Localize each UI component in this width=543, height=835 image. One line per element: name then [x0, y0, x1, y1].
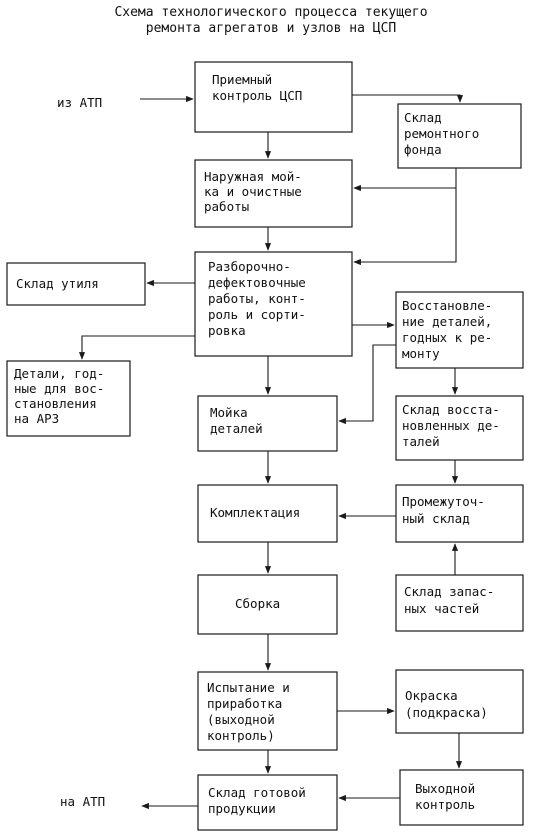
- box-vosstanovlenie-detaley-text-line: ние деталей,: [402, 314, 492, 329]
- box-priemny-kontrol-text-line: контроль ЦСП: [212, 88, 302, 103]
- to-atp-label: на АТП: [60, 794, 105, 809]
- box-detali-arz-text-line: Детали, год-: [14, 366, 104, 381]
- box-vosstanovlenie-detaley-text-line: Восстановле-: [402, 298, 492, 313]
- box-okraska-text-line: (подкраска): [405, 705, 488, 720]
- box-naruzhnaya-moyka: [194, 159, 353, 228]
- box-priemny-kontrol-text-line: Приемный: [212, 72, 272, 87]
- box-moyka-detaley-text-line: деталей: [210, 421, 263, 436]
- box-sklad-vosstanovlennyh-text-line: талей: [402, 434, 440, 449]
- box-sklad-gotovoy-produkcii: [197, 774, 338, 831]
- box-sborka-text: Сборка: [235, 596, 280, 611]
- box-sklad-zapasnyh-chastey-text-line: Склад запас-: [404, 584, 494, 599]
- box-promezhutochny-sklad-text-line: Промежуточ-: [402, 494, 485, 509]
- box-vosstanovlenie-detaley: [395, 291, 524, 369]
- box-razborka-defektovka-text-line: роль и сорти-: [208, 307, 306, 322]
- box-sklad-vosstanovlennyh: [395, 395, 524, 461]
- box-razborka-defektovka-text-line: работы, конт-: [208, 291, 306, 306]
- box-detali-arz-text-line: становления: [14, 396, 97, 411]
- box-sklad-zapasnyh-chastey: [395, 574, 524, 632]
- box-ispytanie-prirabotka-text-line: (выходной: [207, 712, 275, 727]
- box-razborka-defektovka-text-line: ровка: [208, 323, 246, 338]
- diagram-title-line1: Схема технологического процесса текущего: [114, 5, 427, 20]
- box-okraska-text: Окраска (подкраска): [405, 688, 488, 720]
- box-sklad-remontnogo-fonda-text-line: фонда: [404, 142, 442, 157]
- box-promezhutochny-sklad: [395, 484, 524, 543]
- box-priemny-kontrol: [194, 61, 353, 133]
- box-sklad-zapasnyh-chastey-text: Склад запас-ных частей: [404, 584, 494, 616]
- box-sklad-gotovoy-produkcii-text-line: Склад готовой: [208, 785, 306, 800]
- box-sklad-vosstanovlennyh-text: Склад восста-новленных де-талей: [402, 402, 500, 449]
- box-vosstanovlenie-detaley-text: Восстановле-ние деталей,годных к ре-монт…: [402, 298, 492, 361]
- box-sklad-utilya-text: Склад утиля: [16, 276, 99, 291]
- arrow-sklad-fonda-to-razborka: [353, 188, 457, 266]
- from-atp-label: из АТП: [57, 95, 102, 110]
- box-detali-arz-text-line: на АРЗ: [14, 411, 59, 426]
- box-naruzhnaya-moyka-text-line: ка и очистные: [204, 184, 302, 199]
- box-sklad-utilya: [6, 262, 146, 306]
- box-detali-arz: [6, 360, 131, 437]
- box-komplektaciya-text: Комплектация: [210, 505, 300, 520]
- arrow-razborka-to-detali-arz: [78, 335, 195, 360]
- diagram-title-line2: ремонта агрегатов и узлов на ЦСП: [146, 21, 396, 36]
- arrow-sklad-fonda-to-moyka: [353, 168, 457, 192]
- box-sklad-remontnogo-fonda-text-line: ремонтного: [404, 126, 479, 141]
- box-vosstanovlenie-detaley-text-line: монту: [402, 346, 440, 361]
- box-promezhutochny-sklad-text: Промежуточ-ный склад: [402, 494, 485, 526]
- arrow-vosstanovlenie-to-moyka-detaley: [338, 344, 396, 425]
- box-sklad-remontnogo-fonda-text-line: Склад: [404, 110, 442, 125]
- box-sklad-remontnogo-fonda: [397, 103, 522, 169]
- box-sklad-vosstanovlennyh-text-line: новленных де-: [402, 418, 500, 433]
- box-razborka-defektovka: [194, 251, 353, 357]
- box-sklad-vosstanovlennyh-text-line: Склад восста-: [402, 402, 500, 417]
- box-vosstanovlenie-detaley-text-line: годных к ре-: [402, 330, 492, 345]
- box-naruzhnaya-moyka-text-line: Наружная мой-: [204, 169, 302, 184]
- box-sborka-text-line: Сборка: [235, 596, 280, 611]
- box-ispytanie-prirabotka-text-line: контроль): [207, 728, 275, 743]
- box-naruzhnaya-moyka-text-line: работы: [204, 199, 249, 214]
- arrow-priemny-to-sklad-fonda: [352, 94, 464, 103]
- box-ispytanie-prirabotka-text-line: приработка: [207, 696, 282, 711]
- box-detali-arz-text-line: ные для вос-: [14, 381, 104, 396]
- box-sklad-utilya-text-line: Склад утиля: [16, 276, 99, 291]
- box-razborka-defektovka-text-line: Разборочно-: [208, 259, 291, 274]
- box-sklad-zapasnyh-chastey-text-line: ных частей: [404, 601, 479, 616]
- box-sklad-gotovoy-produkcii-text-line: продукции: [208, 801, 276, 816]
- box-komplektaciya-text-line: Комплектация: [210, 505, 300, 520]
- box-vyhodnoy-kontrol-text-line: Выходной: [415, 781, 475, 796]
- box-moyka-detaley-text-line: Мойка: [210, 405, 248, 420]
- box-vyhodnoy-kontrol-text-line: контроль: [415, 797, 475, 812]
- box-razborka-defektovka-text-line: дефектовочные: [208, 275, 306, 290]
- box-okraska-text-line: Окраска: [405, 688, 458, 703]
- box-promezhutochny-sklad-text-line: ный склад: [402, 511, 470, 526]
- box-ispytanie-prirabotka-text-line: Испытание и: [207, 680, 290, 695]
